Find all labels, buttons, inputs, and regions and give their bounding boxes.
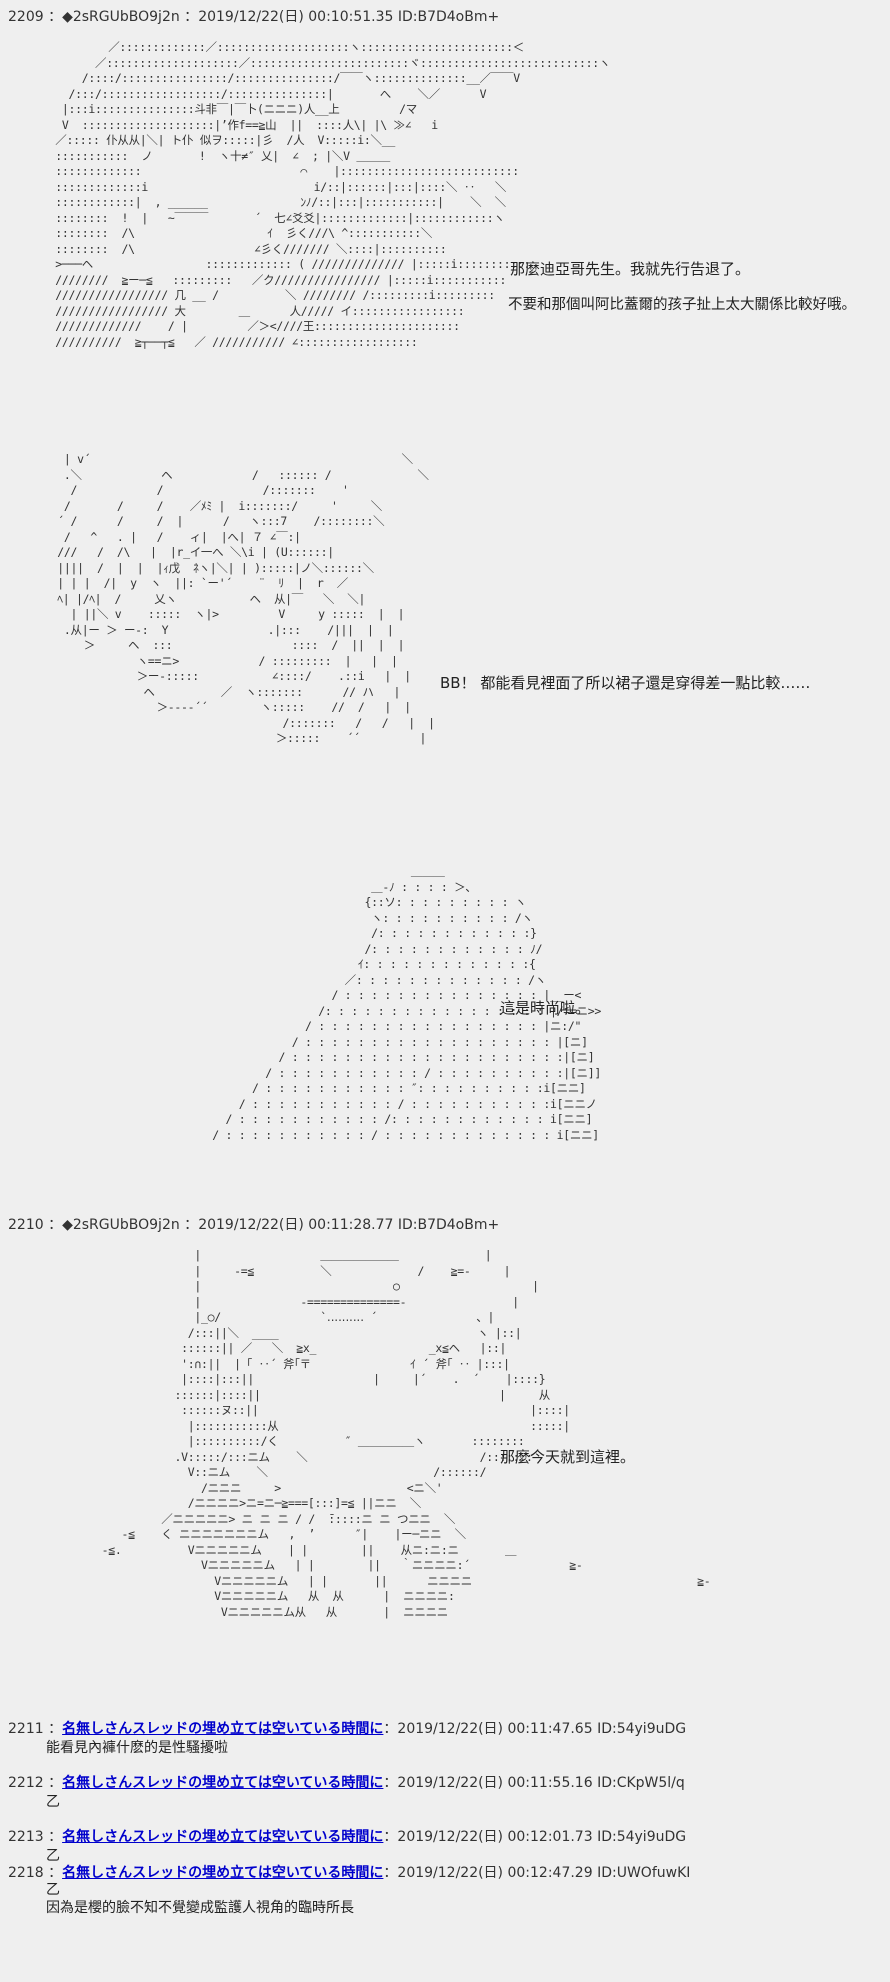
- post-number: 2211: [8, 1721, 44, 1737]
- post-id: ID:54yi9uDG: [597, 1829, 687, 1845]
- post-number: 2210: [8, 1217, 44, 1233]
- post-date: 2019/12/22(日) 00:12:47.29: [397, 1865, 593, 1881]
- post-id: ID:B7D4oBm+: [397, 1217, 500, 1233]
- trip-name: ◆2sRGUbBO9j2n: [62, 1217, 180, 1233]
- dialogue-line: 那麼迪亞哥先生。我就先行告退了。: [510, 260, 751, 278]
- post-id: ID:UWOfuwKI: [597, 1865, 691, 1881]
- poster-name-link[interactable]: 名無しさんスレッドの埋め立ては空いている時間に: [62, 1775, 384, 1791]
- poster-name-link[interactable]: 名無しさんスレッドの埋め立ては空いている時間に: [62, 1721, 384, 1737]
- reply-header: 2212 ：名無しさんスレッドの埋め立ては空いている時間に：2019/12/22…: [8, 1775, 685, 1791]
- post-date: 2019/12/22(日) 00:11:28.77: [198, 1217, 394, 1233]
- post-id: ID:B7D4oBm+: [397, 9, 500, 25]
- post-number: 2212: [8, 1775, 44, 1791]
- dialogue-line: BB！ 都能看見裡面了所以裙子還是穿得差一點比較……: [440, 674, 811, 692]
- post-header: 2209 ：◆2sRGUbBO9j2n ：2019/12/22(日) 00:10…: [8, 9, 500, 25]
- post-id: ID:54yi9uDG: [597, 1721, 687, 1737]
- reply-header: 2211 ：名無しさんスレッドの埋め立ては空いている時間に：2019/12/22…: [8, 1721, 687, 1737]
- post-number: 2209: [8, 9, 44, 25]
- reply-body: 能看見內褲什麽的是性騷擾啦: [46, 1740, 228, 1756]
- ascii-art-character-4: | ＿＿＿＿＿＿＿ | | -=≦ ＼ / ≧=- | | ○ |: [101, 1248, 711, 1619]
- poster-name-link[interactable]: 名無しさんスレッドの埋め立ては空いている時間に: [62, 1829, 384, 1845]
- ascii-art-character-3: ＿＿＿ ＿-ﾉ : : : : ＞、 {::ソ: : : : : : : : :…: [212, 864, 601, 1142]
- dialogue-line: 這是時尚啦。: [500, 999, 591, 1017]
- poster-name-link[interactable]: 名無しさんスレッドの埋め立ては空いている時間に: [62, 1865, 384, 1881]
- reply-body: 乙: [46, 1794, 60, 1810]
- post-number: 2213: [8, 1829, 44, 1845]
- post-date: 2019/12/22(日) 00:11:55.16: [397, 1775, 593, 1791]
- reply-body: 乙: [46, 1848, 60, 1864]
- reply-header: 2218 ：名無しさんスレッドの埋め立ては空いている時間に：2019/12/22…: [8, 1865, 691, 1881]
- reply-body: 乙 因為是櫻的臉不知不覺變成監護人視角的臨時所長: [46, 1882, 354, 1916]
- post-date: 2019/12/22(日) 00:11:47.65: [397, 1721, 593, 1737]
- ascii-art-character-1: ／:::::::::::::／::::::::::::::::::::ヽ::::…: [55, 40, 611, 349]
- post-date: 2019/12/22(日) 00:12:01.73: [397, 1829, 593, 1845]
- ascii-art-character-2: | v´ ＼ .＼ ヘ / :::::: / ＼ / / /::::::: ' …: [57, 452, 435, 745]
- post-id: ID:CKpW5l/q: [597, 1775, 685, 1791]
- trip-name: ◆2sRGUbBO9j2n: [62, 9, 180, 25]
- post-header: 2210 ：◆2sRGUbBO9j2n ：2019/12/22(日) 00:11…: [8, 1217, 500, 1233]
- post-date: 2019/12/22(日) 00:10:51.35: [198, 9, 394, 25]
- dialogue-line: 不要和那個叫阿比蓋爾的孩子扯上太大關係比較好哦。: [508, 297, 856, 313]
- post-number: 2218: [8, 1865, 44, 1881]
- dialogue-line: 那麼今天就到這裡。: [500, 1448, 636, 1466]
- reply-header: 2213 ：名無しさんスレッドの埋め立ては空いている時間に：2019/12/22…: [8, 1829, 687, 1845]
